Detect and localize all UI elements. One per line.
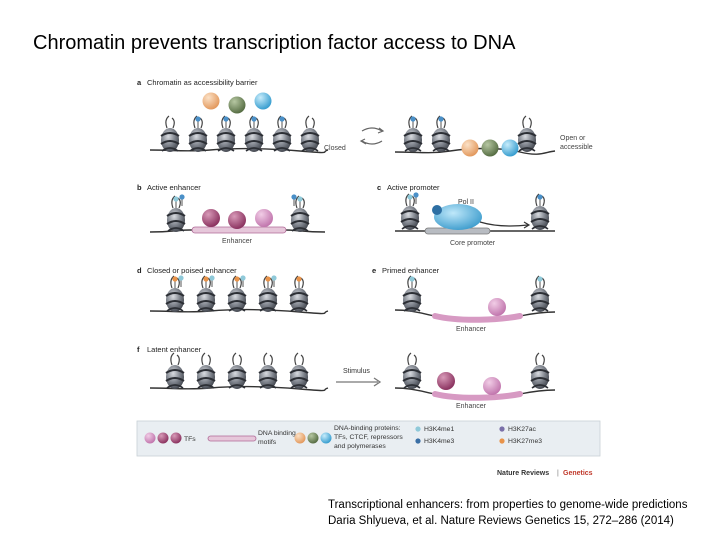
core-promoter-label: Core promoter [450,240,496,247]
legend-proteins-2: TFs, CTCF, repressors [334,434,403,441]
legend-tfs: TFs [184,436,196,443]
legend: TFs DNA binding motifs DNA-binding prote… [136,420,601,457]
panel-a: a Chromatin as accessibility barrier Clo… [137,78,593,157]
journal-name: Nature Reviews [497,470,549,477]
citation-line-2: Daria Shlyueva, et al. Nature Reviews Ge… [328,515,674,527]
legend-mark-3: H3K27ac [508,426,537,433]
legend-mark-1: H3K4me1 [424,426,454,433]
panel-a-letter: a [137,78,142,87]
tf-orange-bound [461,139,479,157]
panel-f: f Latent enhancer Stimulus Enhancer [137,345,556,410]
citation-line-1: Transcriptional enhancers: from properti… [328,499,688,511]
legend-proteins-1: DNA-binding proteins: [334,425,401,432]
tf-pink-b [255,209,273,227]
panel-c-title: Active promoter [387,183,440,192]
legend-mark-4-icon [499,438,505,444]
enhancer-label-b: Enhancer [222,238,253,245]
open-label-2: accessible [560,144,593,151]
enhancer-label-e: Enhancer [456,326,487,333]
legend-mark-1-icon [415,426,421,432]
panel-b-title: Active enhancer [147,183,201,192]
legend-motifs-1: DNA binding [258,430,296,437]
journal-separator: | [557,470,559,477]
panel-b-letter: b [137,183,142,192]
enhancer-label-f: Enhancer [456,403,487,410]
legend-mark-3-icon [499,426,505,432]
pol-ii-complex [434,204,482,230]
enhancer-motifs-e [432,313,523,323]
tf-green-free [228,96,246,114]
enhancer-motifs-f [432,391,523,401]
tf-blue-free [254,92,272,110]
open-label-1: Open or [560,135,586,142]
tf-magenta-b2 [228,211,246,229]
panel-f-letter: f [137,345,140,354]
journal-section: Genetics [563,470,593,477]
panel-d-title: Closed or poised enhancer [147,266,237,275]
slide-title: Chromatin prevents transcription factor … [33,32,516,54]
closed-label: Closed [324,145,346,152]
legend-mark-2: H3K4me3 [424,438,454,445]
panel-c: c Active promoter Pol II Core promoter [377,183,555,247]
journal-credit: Nature Reviews | Genetics [497,470,593,477]
panel-e-title: Primed enhancer [382,266,440,275]
legend-proteins-3: and polymerases [334,443,386,450]
reversible-arrows [359,127,385,145]
panel-a-title: Chromatin as accessibility barrier [147,78,258,87]
panel-c-letter: c [377,183,381,192]
legend-mark-4: H3K27me3 [508,438,542,445]
panel-d-letter: d [137,266,142,275]
legend-motif-swatch [207,435,257,442]
pol-ii-label: Pol II [458,199,474,206]
tf-pink-e [488,298,506,316]
panel-e-letter: e [372,266,376,275]
stimulus-label: Stimulus [343,368,370,375]
tf-blue-bound [501,139,519,157]
tf-magenta-f [437,372,455,390]
panel-b: b Active enhancer Enhancer [137,183,326,245]
tf-pink-f [483,377,501,395]
transcript [479,221,529,227]
pol-ii-factor [432,205,442,215]
panel-f-title: Latent enhancer [147,345,202,354]
legend-motifs-2: motifs [258,439,277,446]
panel-e: e Primed enhancer Enhancer [372,266,556,333]
tf-green-bound [481,139,499,157]
panel-d: d Closed or poised enhancer [137,266,329,315]
tf-orange-free [202,92,220,110]
legend-mark-2-icon [415,438,421,444]
tf-magenta-b [202,209,220,227]
